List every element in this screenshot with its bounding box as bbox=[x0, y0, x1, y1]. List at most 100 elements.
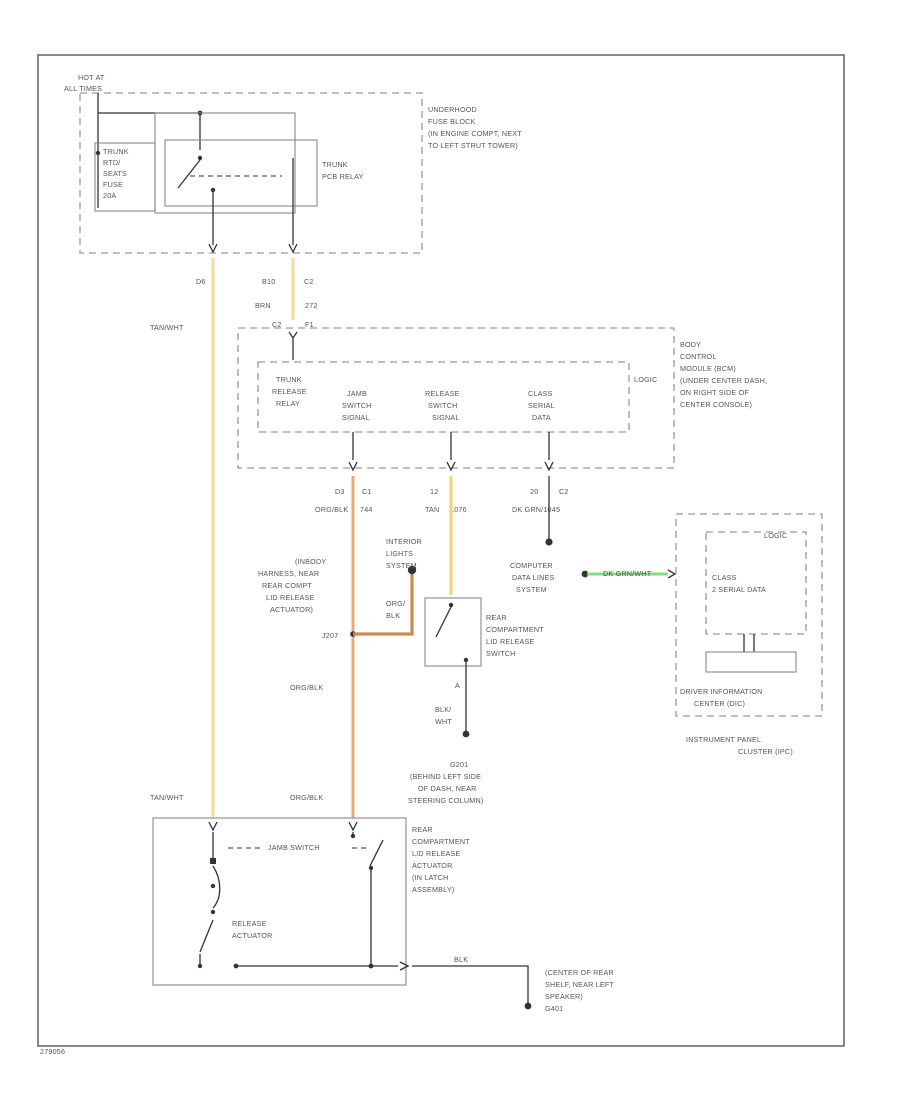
actuator-ground-terminal bbox=[399, 961, 410, 971]
wire-org-blk-short-label: ORG/ BLK bbox=[386, 599, 405, 620]
ipc-serial-data-label: CLASS 2 SERIAL DATA bbox=[712, 573, 766, 594]
svg-text:C1: C1 bbox=[362, 487, 372, 496]
actuator-terminal-right bbox=[348, 821, 358, 832]
svg-text:G201: G201 bbox=[450, 760, 468, 769]
underhood-terminal-left bbox=[208, 243, 218, 254]
svg-text:CLASS: CLASS bbox=[528, 389, 553, 398]
release-switch-signal-label: RELEASE SWITCH SIGNAL bbox=[425, 389, 460, 422]
svg-text:ACTUATOR: ACTUATOR bbox=[412, 861, 452, 870]
wire-dk-grn-wht-label: DK GRN/WHT bbox=[603, 569, 652, 578]
switch-contact-top bbox=[448, 602, 454, 608]
relay-contact-top bbox=[197, 155, 203, 161]
svg-text:TO LEFT STRUT TOWER): TO LEFT STRUT TOWER) bbox=[428, 141, 518, 150]
svg-text:BODY: BODY bbox=[680, 340, 701, 349]
diagram-id: 279056 bbox=[40, 1047, 65, 1056]
svg-text:SIGNAL: SIGNAL bbox=[432, 413, 460, 422]
svg-text:ORG/: ORG/ bbox=[386, 599, 405, 608]
svg-text:CLUSTER (IPC): CLUSTER (IPC) bbox=[738, 747, 793, 756]
svg-text:ASSEMBLY): ASSEMBLY) bbox=[412, 885, 454, 894]
svg-text:FUSE: FUSE bbox=[103, 180, 123, 189]
wire-dk-grn-label: DK GRN/1045 bbox=[512, 505, 560, 514]
svg-text:WHT: WHT bbox=[435, 717, 452, 726]
instrument-panel-cluster-label: INSTRUMENT PANEL CLUSTER (IPC) bbox=[686, 735, 793, 756]
svg-text:CONTROL: CONTROL bbox=[680, 352, 717, 361]
svg-text:ON RIGHT SIDE OF: ON RIGHT SIDE OF bbox=[680, 388, 749, 397]
svg-text:J207: J207 bbox=[322, 631, 338, 640]
ipc-logic-box bbox=[705, 531, 807, 635]
svg-text:2 SERIAL DATA: 2 SERIAL DATA bbox=[712, 585, 766, 594]
svg-text:RTD/: RTD/ bbox=[103, 158, 120, 167]
svg-text:CENTER CONSOLE): CENTER CONSOLE) bbox=[680, 400, 752, 409]
svg-text:ACTUATOR: ACTUATOR bbox=[232, 931, 272, 940]
bcm-top-connector-label: BRN 272 C2 F1 bbox=[255, 301, 317, 329]
ipc-dic-link bbox=[743, 634, 755, 652]
ground-g201-label: G201 (BEHIND LEFT SIDE OF DASH, NEAR STE… bbox=[408, 760, 483, 805]
ground-g401-label: (CENTER OF REAR SHELF, NEAR LEFT SPEAKER… bbox=[545, 968, 614, 1013]
svg-text:REAR COMPT: REAR COMPT bbox=[262, 581, 312, 590]
underhood-fuse-block-outline bbox=[79, 92, 423, 254]
computer-data-lines-label: COMPUTER DATA LINES SYSTEM bbox=[510, 561, 554, 594]
trunk-fuse-label: TRUNK RTD/ SEATS FUSE 20A bbox=[103, 147, 129, 200]
svg-text:COMPARTMENT: COMPARTMENT bbox=[412, 837, 470, 846]
serial-data-splice-bcm bbox=[545, 538, 553, 546]
ipc-logic-label: LOGIC bbox=[764, 531, 787, 540]
bcm-internal-taps bbox=[352, 432, 550, 460]
svg-text:INSTRUMENT PANEL: INSTRUMENT PANEL bbox=[686, 735, 761, 744]
svg-text:20: 20 bbox=[530, 487, 538, 496]
wire-org-blk-lower-label: ORG/BLK bbox=[290, 793, 323, 802]
svg-text:RELAY: RELAY bbox=[276, 399, 300, 408]
svg-text:D3: D3 bbox=[335, 487, 345, 496]
wire-1076-label: 1076 bbox=[450, 505, 467, 514]
fuse-bus-dot bbox=[95, 150, 101, 156]
hot-at-label: HOT AT bbox=[78, 73, 105, 82]
ground-g201-dot bbox=[462, 730, 470, 738]
svg-text:(IN LATCH: (IN LATCH bbox=[412, 873, 448, 882]
svg-text:DRIVER INFORMATION: DRIVER INFORMATION bbox=[680, 687, 763, 696]
svg-text:COMPARTMENT: COMPARTMENT bbox=[486, 625, 544, 634]
bcm-logic-label: LOGIC bbox=[634, 375, 657, 384]
svg-text:OF DASH, NEAR: OF DASH, NEAR bbox=[418, 784, 477, 793]
svg-text:(CENTER OF REAR: (CENTER OF REAR bbox=[545, 968, 614, 977]
svg-text:SWITCH: SWITCH bbox=[342, 401, 372, 410]
wire-tan-wht-lower-label: TAN/WHT bbox=[150, 793, 184, 802]
actuator-terminal-left bbox=[208, 821, 218, 832]
junction-j207-label: (INBODY HARNESS, NEAR REAR COMPT LID REL… bbox=[258, 557, 338, 640]
bcm-pin-labels: D3 C1 12 20 C2 bbox=[335, 487, 568, 496]
svg-text:SIGNAL: SIGNAL bbox=[342, 413, 370, 422]
ipc-outline bbox=[675, 513, 823, 717]
underhood-fuse-block-label: UNDERHOOD FUSE BLOCK (IN ENGINE COMPT, N… bbox=[428, 105, 522, 150]
rear-comp-switch-label: REAR COMPARTMENT LID RELEASE SWITCH bbox=[486, 613, 544, 658]
svg-text:BLK: BLK bbox=[386, 611, 400, 620]
wire-blk-label: BLK bbox=[454, 955, 468, 964]
pin-c2: C2 bbox=[304, 277, 314, 286]
rear-comp-switch-box bbox=[424, 597, 482, 667]
svg-text:G401: G401 bbox=[545, 1004, 563, 1013]
svg-text:COMPUTER: COMPUTER bbox=[510, 561, 553, 570]
wire-tan-label: TAN bbox=[425, 505, 439, 514]
svg-text:TRUNK: TRUNK bbox=[103, 147, 129, 156]
driver-info-center-label: DRIVER INFORMATION CENTER (DIC) bbox=[680, 687, 763, 708]
actuator-coil-block bbox=[210, 858, 216, 864]
bcm-logic-box bbox=[257, 361, 630, 433]
svg-text:LID RELEASE: LID RELEASE bbox=[266, 593, 315, 602]
bcm-outline bbox=[237, 327, 675, 469]
svg-text:SWITCH: SWITCH bbox=[428, 401, 458, 410]
rear-comp-actuator-label: REAR COMPARTMENT LID RELEASE ACTUATOR (I… bbox=[412, 825, 470, 894]
wire-blk-ground bbox=[412, 965, 529, 1004]
svg-text:REAR: REAR bbox=[486, 613, 507, 622]
jamb-switch-contact bbox=[368, 865, 374, 871]
bcm-terminals bbox=[348, 461, 554, 472]
svg-text:LID RELEASE: LID RELEASE bbox=[486, 637, 535, 646]
rear-comp-actuator-box bbox=[152, 817, 407, 986]
actuator-coil-dot-2 bbox=[210, 883, 216, 889]
svg-text:SPEAKER): SPEAKER) bbox=[545, 992, 583, 1001]
relay-switch-arm bbox=[177, 159, 201, 189]
release-actuator-label: RELEASE ACTUATOR bbox=[232, 919, 272, 940]
switch-pin-a: A bbox=[455, 681, 460, 690]
pin-b10: B10 bbox=[262, 277, 275, 286]
jamb-switch-signal-label: JAMB SWITCH SIGNAL bbox=[342, 389, 372, 422]
trunk-pcb-relay-label: TRUNK PCB RELAY bbox=[322, 160, 363, 181]
wire-org-blk-label: ORG/BLK bbox=[315, 505, 348, 514]
driver-info-center-display bbox=[705, 651, 797, 673]
actuator-ground-bus-dot-left bbox=[233, 963, 239, 969]
